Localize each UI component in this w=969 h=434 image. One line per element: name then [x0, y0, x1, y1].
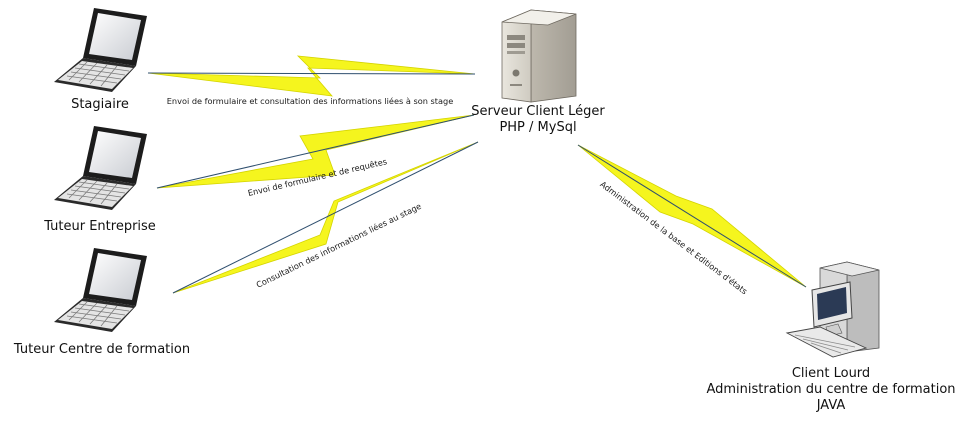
link-label-stagiaire: Envoi de formulaire et consultation des …: [167, 96, 454, 106]
laptop-icon: [53, 125, 148, 211]
client-lourd-name: Client Lourd: [791, 366, 871, 381]
client-lourd-role: Administration du centre de formation: [706, 382, 956, 397]
serveur-tech: PHP / MySql: [499, 120, 577, 135]
laptop-icon: [53, 7, 148, 93]
client-lourd-tech: JAVA: [816, 398, 846, 413]
desktop-computer-icon: [785, 261, 880, 358]
link-entreprise-serveur: Envoi de formulaire et de requêtes: [156, 114, 475, 198]
node-label-tuteur-centre: Tuteur Centre de formation: [13, 342, 191, 357]
server-tower-icon: [501, 9, 577, 103]
lightning-bolt-icon: [147, 55, 476, 97]
node-label-client-lourd: Client Lourd Administration du centre de…: [696, 366, 966, 414]
link-stagiaire-serveur: Envoi de formulaire et consultation des …: [147, 55, 476, 106]
node-label-tuteur-entreprise: Tuteur Entreprise: [44, 219, 156, 234]
node-label-stagiaire: Stagiaire: [71, 97, 129, 112]
serveur-name: Serveur Client Léger: [471, 104, 605, 119]
laptop-icon: [53, 247, 148, 333]
link-label-centre: Consultation des informations liées au s…: [255, 201, 423, 290]
link-client-serveur: Administration de la base et Editions d'…: [577, 144, 807, 296]
node-label-serveur: Serveur Client Léger PHP / MySql: [463, 104, 613, 136]
